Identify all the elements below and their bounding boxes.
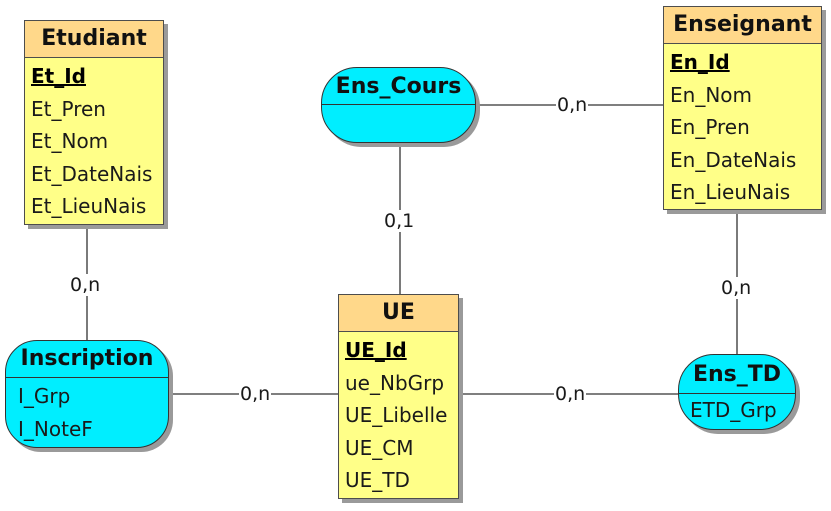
- cardinality-label: 0,n: [239, 383, 272, 405]
- entity-etudiant[interactable]: Etudiant Et_Id Et_Pren Et_Nom Et_DateNai…: [24, 20, 164, 225]
- association-title: Inscription: [6, 341, 168, 378]
- association-title: Ens_Cours: [322, 68, 475, 105]
- entity-enseignant[interactable]: Enseignant En_Id En_Nom En_Pren En_DateN…: [663, 6, 822, 210]
- entity-ue[interactable]: UE UE_Id ue_NbGrp UE_Libelle UE_CM UE_TD: [338, 294, 459, 499]
- entity-attribute: Et_LieuNais: [31, 194, 147, 218]
- cardinality-label: 0,n: [720, 277, 753, 299]
- entity-attribute: UE_TD: [345, 468, 410, 492]
- entity-attribute: UE_Libelle: [345, 403, 448, 427]
- association-attribute: I_NoteF: [18, 417, 93, 441]
- entity-attribute: En_Pren: [670, 115, 750, 139]
- primary-key-attribute: UE_Id: [345, 338, 407, 362]
- entity-attribute: Et_DateNais: [31, 161, 153, 186]
- association-attribute: I_Grp: [18, 384, 71, 408]
- association-attribute: ETD_Grp: [690, 398, 777, 422]
- entity-title: Etudiant: [25, 21, 163, 58]
- cardinality-label: 0,n: [556, 94, 589, 116]
- primary-key-attribute: En_Id: [670, 50, 730, 74]
- entity-attribute: En_DateNais: [670, 147, 797, 172]
- entity-title: Enseignant: [664, 7, 821, 44]
- association-ens-cours[interactable]: Ens_Cours: [321, 67, 476, 143]
- cardinality-label: 0,n: [554, 383, 587, 405]
- cardinality-label: 0,n: [69, 274, 102, 296]
- entity-title: UE: [339, 295, 458, 332]
- cardinality-label: 0,1: [383, 210, 416, 232]
- entity-attribute: UE_CM: [345, 435, 414, 460]
- association-inscription[interactable]: Inscription I_Grp I_NoteF: [5, 340, 169, 448]
- entity-attribute: En_Nom: [670, 82, 752, 107]
- entity-attribute: ue_NbGrp: [345, 370, 445, 395]
- association-ens-td[interactable]: Ens_TD ETD_Grp: [678, 354, 796, 430]
- association-title: Ens_TD: [679, 355, 795, 394]
- entity-attribute: Et_Pren: [31, 96, 106, 121]
- primary-key-attribute: Et_Id: [31, 64, 86, 88]
- entity-attribute: En_LieuNais: [670, 180, 791, 204]
- entity-attribute: Et_Nom: [31, 129, 109, 153]
